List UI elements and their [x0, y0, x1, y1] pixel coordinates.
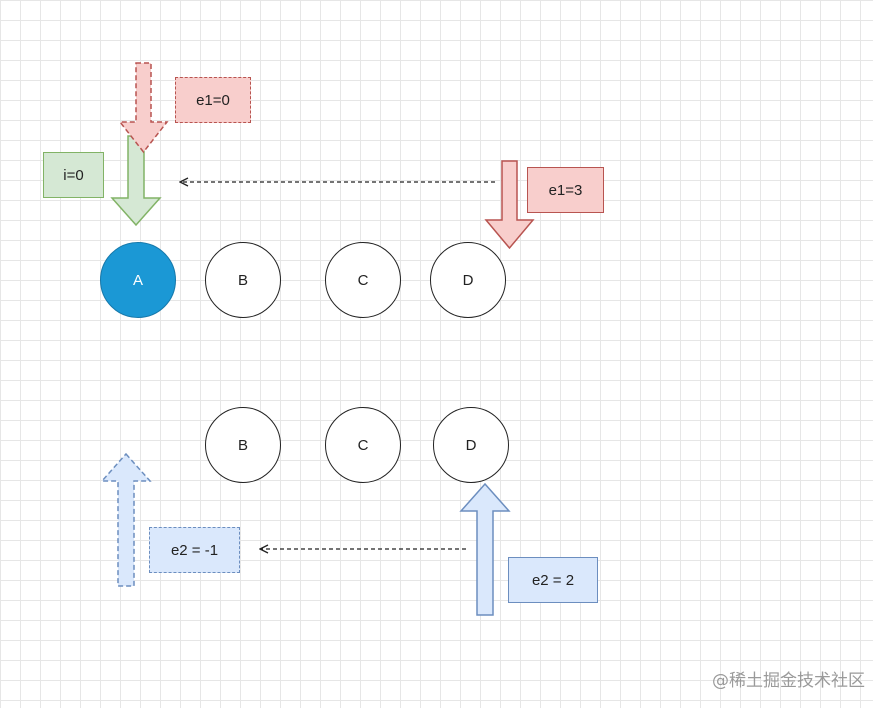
e2-start-label: e2 = -1 [149, 527, 240, 573]
e2-end-text: e2 = 2 [531, 571, 575, 589]
new-node-d-label: D [465, 436, 477, 454]
e2-start-arrow [100, 452, 152, 587]
old-node-c: C [325, 242, 401, 318]
old-node-c-label: C [357, 271, 369, 289]
new-node-b: B [205, 407, 281, 483]
new-node-c: C [325, 407, 401, 483]
new-node-d: D [433, 407, 509, 483]
e2-end-label: e2 = 2 [508, 557, 598, 603]
e2-start-text: e2 = -1 [170, 541, 219, 559]
watermark: @稀土掘金技术社区 [712, 670, 865, 691]
old-node-b: B [205, 242, 281, 318]
e1-start-label: e1=0 [175, 77, 251, 123]
e2-end-arrow [459, 482, 511, 616]
old-node-a-label: A [132, 271, 143, 289]
e1-start-text: e1=0 [196, 91, 230, 109]
e1-start-arrow [118, 62, 169, 154]
old-node-b-label: B [237, 271, 248, 289]
old-node-d: D [430, 242, 506, 318]
new-node-b-label: B [237, 436, 248, 454]
i-start-label: i=0 [43, 152, 104, 198]
new-node-c-label: C [357, 436, 369, 454]
i-pointer-arrow [110, 135, 162, 227]
i-start-text: i=0 [63, 166, 84, 184]
old-node-a: A [100, 242, 176, 318]
old-node-d-label: D [462, 271, 474, 289]
e1-end-text: e1=3 [548, 181, 583, 199]
e1-end-arrow [484, 160, 535, 250]
e1-end-label: e1=3 [527, 167, 604, 213]
